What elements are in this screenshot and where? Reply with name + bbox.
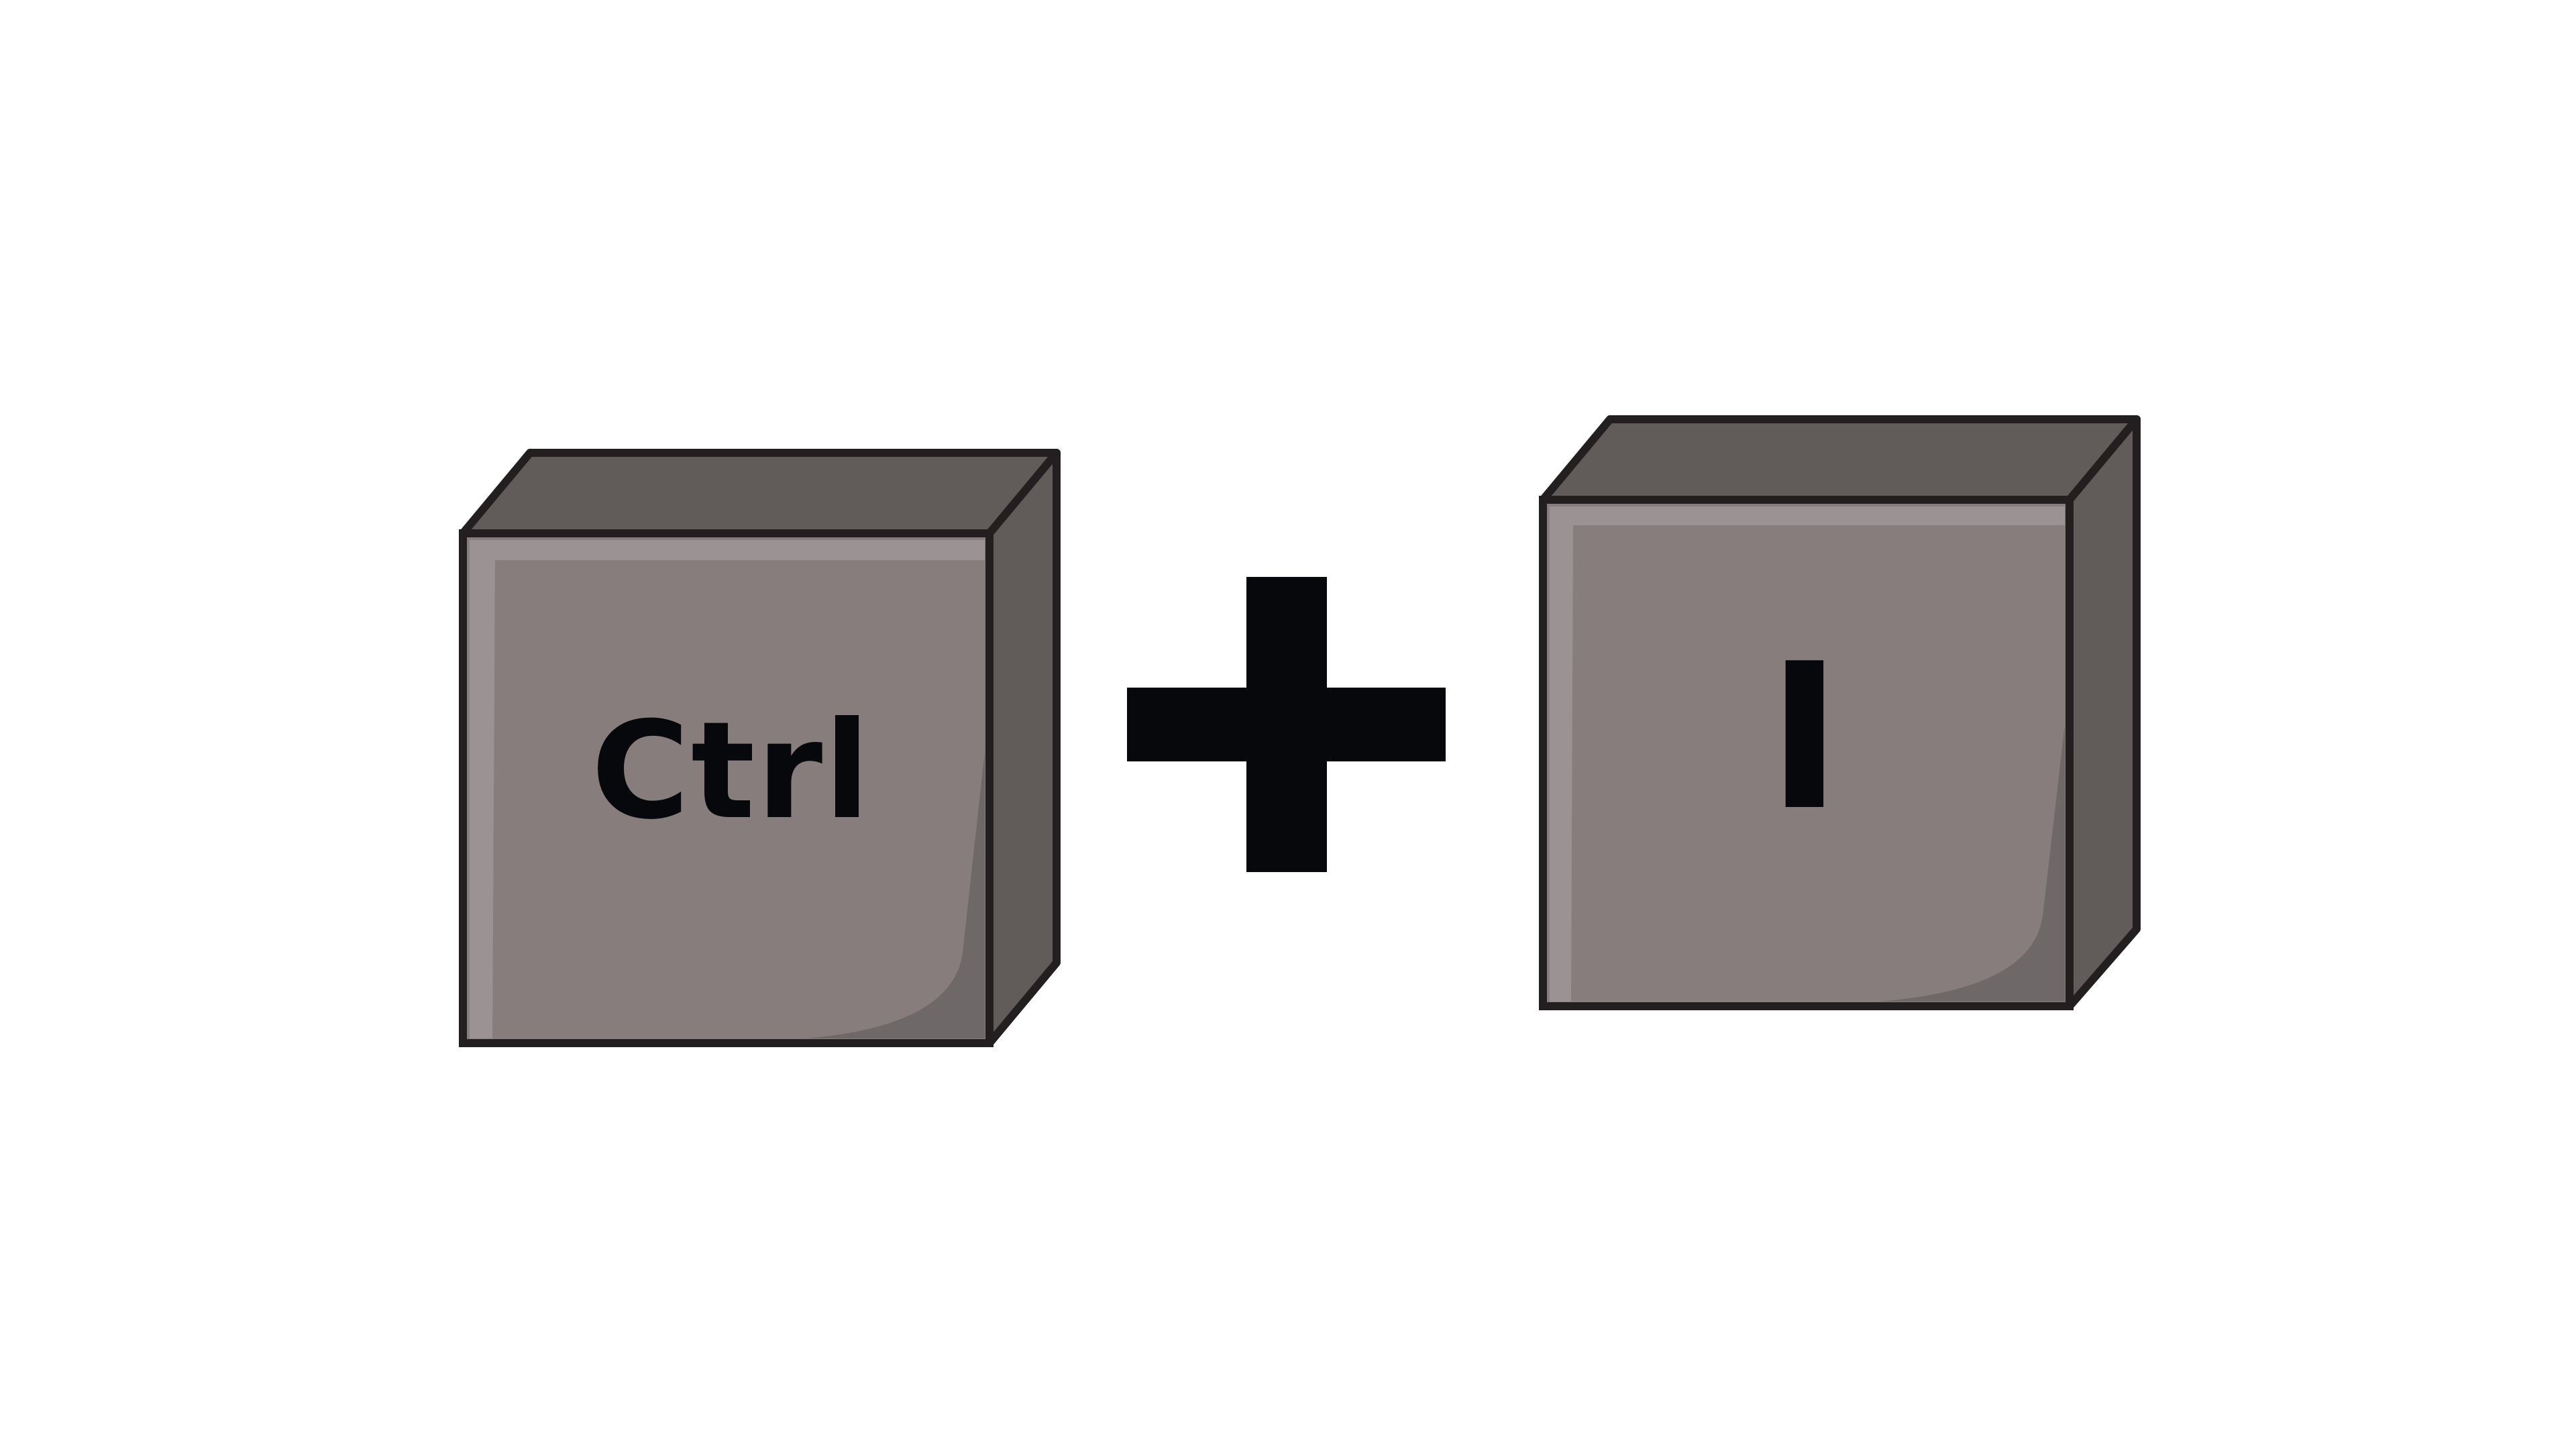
i-key-label: I — [1767, 621, 1842, 855]
i-key — [1539, 415, 2141, 1010]
ctrl-key-side — [985, 449, 1061, 1047]
i-key-top — [1539, 415, 2141, 504]
ctrl-key-label: Ctrl — [591, 693, 871, 849]
i-key-face — [1539, 496, 2074, 1010]
ctrl-key — [459, 449, 1061, 1047]
ctrl-key-top — [459, 449, 1061, 537]
ctrl-key-face — [459, 529, 994, 1047]
ctrl-key-shadow — [805, 751, 985, 1038]
i-key-side — [2065, 415, 2141, 1010]
plus-icon — [1127, 577, 1446, 872]
i-key-shadow — [1878, 724, 2065, 1002]
